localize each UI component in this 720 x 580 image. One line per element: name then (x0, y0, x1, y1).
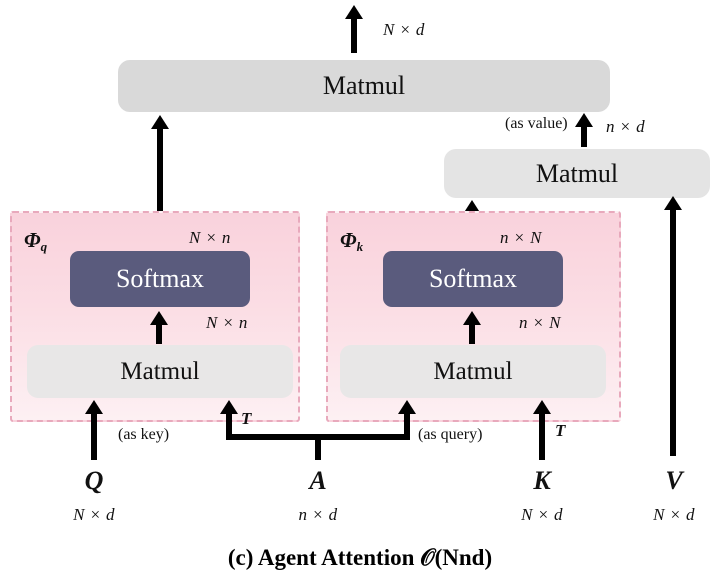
phi-q-matmul-to-softmax-arrow (150, 311, 168, 344)
a-to-phi-k-arrow (397, 400, 417, 440)
phi-k-subscript: k (356, 238, 364, 254)
phi-q-matmul-block[interactable]: Matmul (27, 345, 293, 398)
value-matmul-label: Matmul (535, 158, 619, 188)
phi-k-softmax-output-dimension: n × N (500, 228, 542, 247)
phi-q-softmax-output-dimension: N × n (189, 228, 231, 247)
value-matmul-block[interactable]: Matmul (444, 149, 710, 198)
input-label-a: A (309, 466, 327, 495)
phi-q-subscript: q (40, 238, 48, 254)
phi-q-to-top-matmul-arrow (150, 115, 170, 215)
input-dimension-k: N × d (521, 505, 563, 524)
output-arrow (344, 5, 364, 53)
phi-k-matmul-to-softmax-arrow (463, 311, 481, 344)
phi-q-matmul-label: Matmul (120, 357, 200, 385)
input-label-v: V (665, 466, 683, 495)
output-dimension-label: N × d (383, 20, 425, 39)
phi-k-matmul-output-dimension: n × N (519, 313, 561, 332)
phi-q-group-label: Φq (24, 228, 47, 255)
input-label-k: K (533, 466, 551, 495)
input-dimension-v: N × d (653, 505, 695, 524)
phi-k-group-label: Φk (340, 228, 363, 255)
input-dimension-a: n × d (298, 505, 338, 524)
phi-k-softmax-label: Softmax (428, 264, 518, 293)
as-query-annotation: (as query) (418, 426, 483, 443)
transpose-right-label: T (555, 421, 566, 440)
phi-q-softmax-label: Softmax (115, 264, 205, 293)
q-input-arrow (84, 400, 104, 460)
phi-q-softmax-block[interactable]: Softmax (70, 251, 250, 307)
top-matmul-block[interactable]: Matmul (118, 60, 610, 112)
phi-k-symbol: Φ (340, 228, 357, 252)
top-matmul-label: Matmul (322, 71, 406, 100)
transpose-left-label: T (241, 409, 252, 428)
phi-q-symbol: Φ (24, 228, 41, 252)
as-key-annotation: (as key) (118, 426, 170, 443)
phi-k-softmax-block[interactable]: Softmax (383, 251, 563, 307)
value-branch-dimension-label: n × d (606, 117, 645, 136)
figure-caption: (c) Agent Attention 𝒪(Nnd) (227, 545, 493, 570)
phi-k-matmul-block[interactable]: Matmul (340, 345, 606, 398)
as-value-annotation: (as value) (505, 115, 568, 132)
value-branch-arrow (575, 113, 593, 147)
k-input-arrow (532, 400, 552, 460)
phi-q-matmul-output-dimension: N × n (206, 313, 248, 332)
a-to-phi-q-arrow (219, 400, 239, 440)
input-label-q: Q (84, 466, 104, 495)
a-fork-stem (315, 434, 321, 460)
input-dimension-q: N × d (73, 505, 115, 524)
phi-k-matmul-label: Matmul (433, 357, 513, 385)
v-input-arrow (663, 196, 683, 456)
